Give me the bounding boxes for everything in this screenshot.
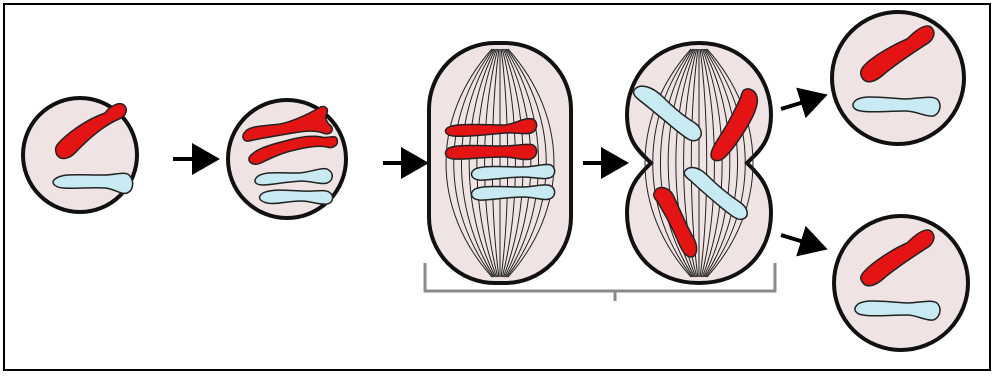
stage-3-cell <box>429 43 571 283</box>
arrow-4 <box>781 97 820 109</box>
meiosis-diagram <box>5 5 991 371</box>
stage-2-cell <box>228 100 346 218</box>
stage-4-cell <box>627 43 771 283</box>
diagram-frame <box>3 3 991 371</box>
stage-1-cell <box>23 98 137 212</box>
arrow-5 <box>781 235 820 247</box>
stage-5-daughter-cell <box>832 12 964 144</box>
stage-6-daughter-cell <box>834 216 968 350</box>
